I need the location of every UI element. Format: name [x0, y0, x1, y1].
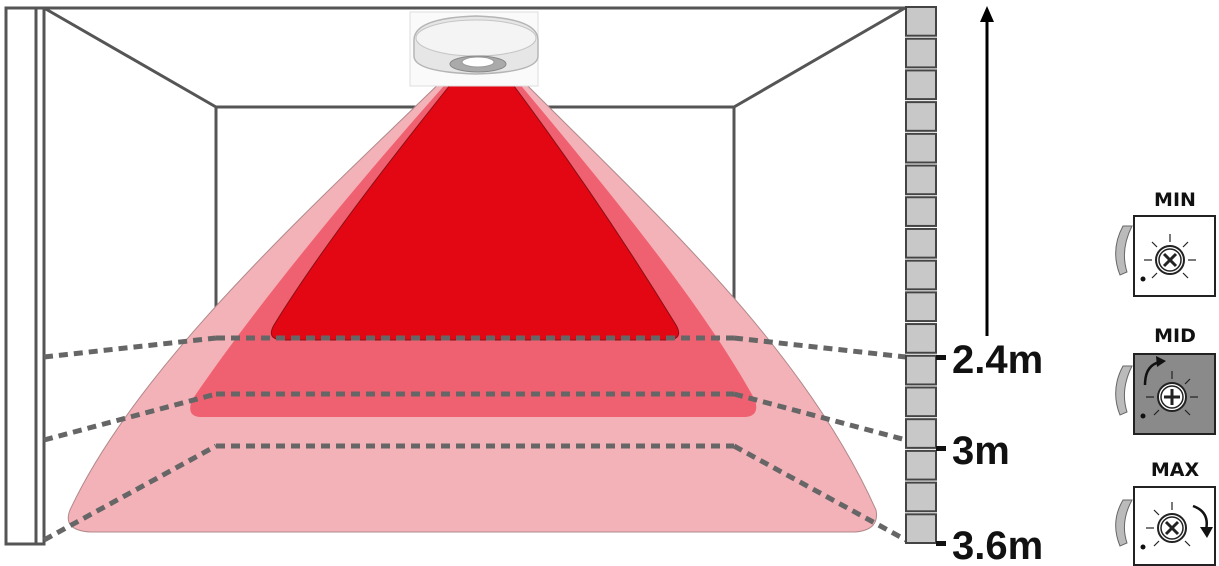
ceiling-sensor-icon	[409, 11, 539, 87]
ruler-segment	[905, 196, 937, 227]
height-marker-36: 3.6m	[936, 524, 1043, 566]
ruler-segment	[905, 449, 937, 481]
ruler-segment	[905, 132, 937, 164]
ruler-segment	[905, 6, 937, 37]
height-label-3: 3m	[952, 429, 1010, 473]
ruler-segment	[905, 227, 937, 259]
height-ruler	[905, 6, 937, 545]
height-arrow-icon	[980, 6, 994, 336]
ruler-segment	[905, 291, 937, 323]
height-marker-3: 3m	[936, 429, 1010, 473]
ruler-segment	[905, 354, 937, 386]
ruler-segment	[905, 386, 937, 418]
ruler-segment	[905, 164, 937, 196]
height-marker-24: 2.4m	[936, 338, 1043, 382]
ruler-segment	[905, 37, 937, 69]
ruler-segment	[905, 481, 937, 513]
ruler-segment	[905, 418, 937, 449]
ruler-segment	[905, 259, 937, 291]
ruler-segment	[905, 323, 937, 354]
height-label-36: 3.6m	[952, 524, 1043, 566]
ruler-segment	[905, 513, 937, 545]
setting-mid: MID	[1115, 325, 1216, 435]
ruler-segment	[905, 101, 937, 132]
setting-min: MIN	[1115, 189, 1216, 297]
floor-plane-lines	[42, 335, 908, 543]
potentiometer-dial-icon	[1144, 234, 1196, 279]
height-label-24: 2.4m	[952, 338, 1043, 382]
left-wall-frame	[4, 6, 46, 546]
potentiometer-dial-icon	[1146, 502, 1191, 547]
potentiometer-dial-icon	[1146, 371, 1198, 416]
setting-label-min: MIN	[1154, 189, 1196, 211]
setting-label-mid: MID	[1154, 325, 1196, 347]
setting-label-max: MAX	[1151, 459, 1200, 481]
room-outline	[43, 6, 906, 445]
ruler-segment	[905, 69, 937, 101]
setting-max: MAX	[1115, 459, 1216, 566]
